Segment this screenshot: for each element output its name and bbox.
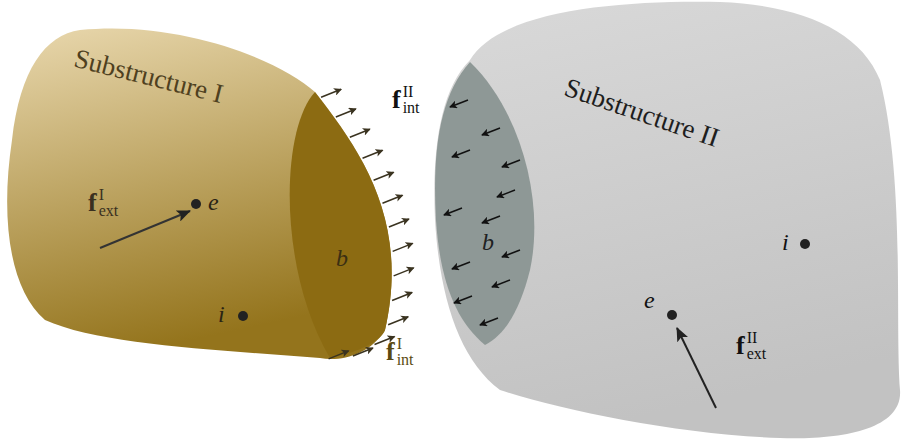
force-symbol: f xyxy=(392,87,401,113)
force-label: fIint xyxy=(386,336,414,368)
interface-force-arrow xyxy=(350,129,370,137)
region-shape xyxy=(7,28,392,359)
region-shape xyxy=(434,2,900,438)
interface-force-arrow xyxy=(374,172,394,180)
subscript: int xyxy=(403,100,420,116)
boundary-label: b xyxy=(482,230,494,254)
interface-force-arrow xyxy=(388,317,408,325)
subscript: ext xyxy=(99,203,119,219)
force-label: fIext xyxy=(88,187,118,219)
point-label: i xyxy=(218,301,225,327)
index-stack: Iext xyxy=(99,187,119,219)
interface-force-arrow xyxy=(389,219,409,227)
index-stack: IIext xyxy=(747,330,767,362)
boundary-region: b xyxy=(280,92,400,362)
point-label-box: i xyxy=(782,230,789,254)
point-label-box: e xyxy=(644,288,655,312)
interface-force-arrow xyxy=(393,243,413,251)
interface-force-arrow xyxy=(336,109,356,117)
force-symbol: f xyxy=(736,333,745,359)
subscript: ext xyxy=(747,346,767,362)
subscript: int xyxy=(397,352,414,368)
force-label: fIIext xyxy=(736,330,766,362)
boundary-label: b xyxy=(336,246,348,270)
interface-force-arrow xyxy=(363,150,383,158)
boundary-region: b xyxy=(430,60,550,350)
region-outline xyxy=(280,92,400,362)
interface-force-arrow xyxy=(321,89,341,97)
interface-force-arrow xyxy=(392,292,412,300)
superscript: II xyxy=(403,84,420,100)
superscript: I xyxy=(397,336,414,352)
substructure-region: Substructure IIb xyxy=(430,0,904,444)
interface-force-arrow xyxy=(382,195,402,203)
index-stack: IIint xyxy=(403,84,420,116)
region-outline xyxy=(430,60,550,350)
point-label: i xyxy=(782,229,789,255)
force-symbol: f xyxy=(386,339,395,365)
point-label: e xyxy=(644,287,655,313)
point-label-box: i xyxy=(218,302,225,326)
region-shape xyxy=(290,92,392,358)
index-stack: Iint xyxy=(397,336,414,368)
point-label-box: e xyxy=(208,190,219,214)
point-label: e xyxy=(208,189,219,215)
superscript: II xyxy=(747,330,767,346)
force-label: fIIint xyxy=(392,84,420,116)
superscript: I xyxy=(99,187,119,203)
force-symbol: f xyxy=(88,190,97,216)
region-shape xyxy=(435,62,534,345)
interface-force-arrow xyxy=(394,268,414,276)
